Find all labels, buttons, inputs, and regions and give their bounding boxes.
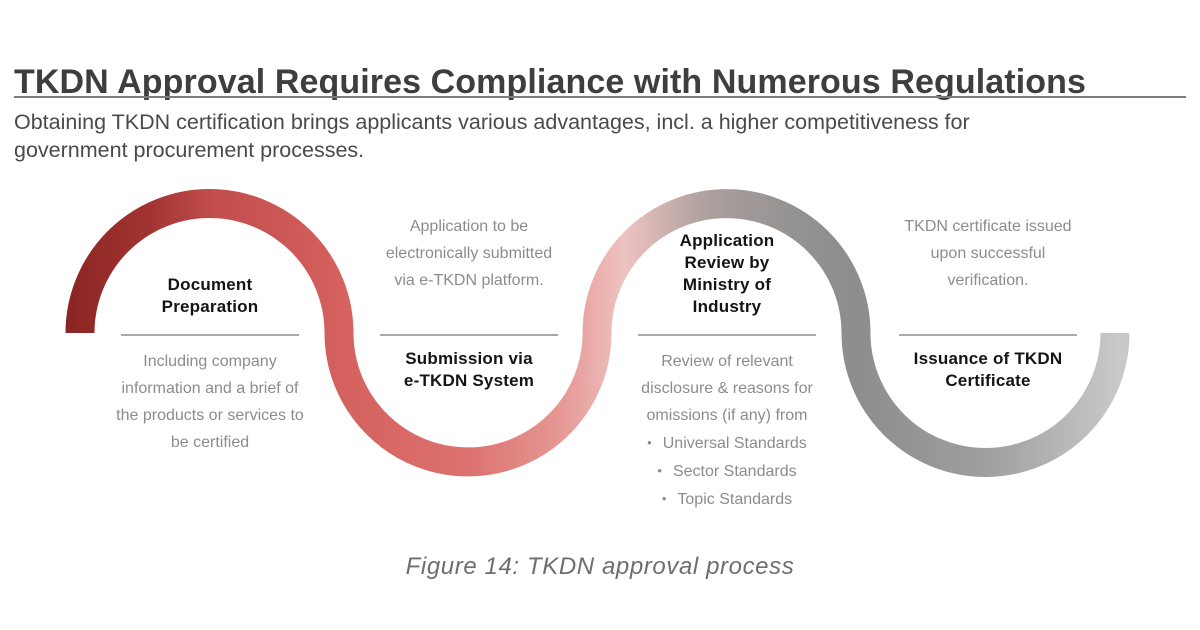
step-title-line: Review by [684,253,770,272]
step-desc-line: upon successful [930,245,1046,262]
step-title-line: Industry [692,297,762,316]
step-1-description-block: Including company information and a brie… [85,348,335,456]
step-4-title-block: Issuance of TKDN Certificate [863,348,1113,392]
step-title-line: Application [679,231,775,250]
step-title-line: Submission via [405,349,533,368]
subtitle-line: Obtaining TKDN certification brings appl… [14,110,970,134]
step-1-divider [121,334,299,336]
step-desc-line: electronically submitted [385,245,553,262]
step-2-description-block: Application to be electronically submitt… [344,213,594,294]
step-desc-line: Including company [143,353,277,370]
step-title-line: Ministry of [682,275,772,294]
bullet-label: Universal Standards [662,435,807,452]
step-3-title-block: Application Review by Ministry of Indust… [602,230,852,318]
step-desc-line: the products or services to [116,407,304,424]
bullet-dot: • [647,435,652,450]
bullet-dot: • [657,463,662,478]
step-2-divider [380,334,558,336]
bullet-dot: • [661,491,667,506]
figure-caption: Figure 14: TKDN approval process [405,553,795,580]
step-desc-line: verification. [947,272,1029,289]
step-desc-line: omissions (if any) from [646,407,808,424]
step-desc-line: TKDN certificate issued [904,218,1072,235]
page-title: TKDN Approval Requires Compliance with N… [14,62,1087,101]
step-3-divider [638,334,816,336]
step-desc-line: Review of relevant [661,353,793,370]
bullet-item: • Topic Standards [602,485,852,513]
step-4-description-block: TKDN certificate issued upon successful … [863,213,1113,294]
step-title-line: Issuance of TKDN [913,349,1063,368]
step-desc-line: via e-TKDN platform. [394,272,544,289]
step-title-line: e-TKDN System [403,371,535,390]
step-4-divider [899,334,1077,336]
bullet-item: • Sector Standards [602,457,852,485]
header-rule [14,96,1186,98]
bullet-label: Sector Standards [672,463,797,480]
step-desc-line: be certified [170,434,250,451]
step-desc-line: information and a brief of [121,380,299,397]
step-title-line: Certificate [945,371,1031,390]
page-subtitle: Obtaining TKDN certification brings appl… [14,108,1186,164]
bullet-item: • Universal Standards [602,429,852,457]
bullet-label: Topic Standards [677,491,793,508]
step-desc-line: disclosure & reasons for [641,380,813,397]
step-title-line: Document [167,275,253,294]
step-1-title-block: Document Preparation [85,274,335,318]
step-desc-line: Application to be [409,218,529,235]
subtitle-line: government procurement processes. [14,138,365,162]
step-3-description-block: Review of relevant disclosure & reasons … [602,348,852,513]
step-title-line: Preparation [161,297,259,316]
step-2-title-block: Submission via e-TKDN System [344,348,594,392]
